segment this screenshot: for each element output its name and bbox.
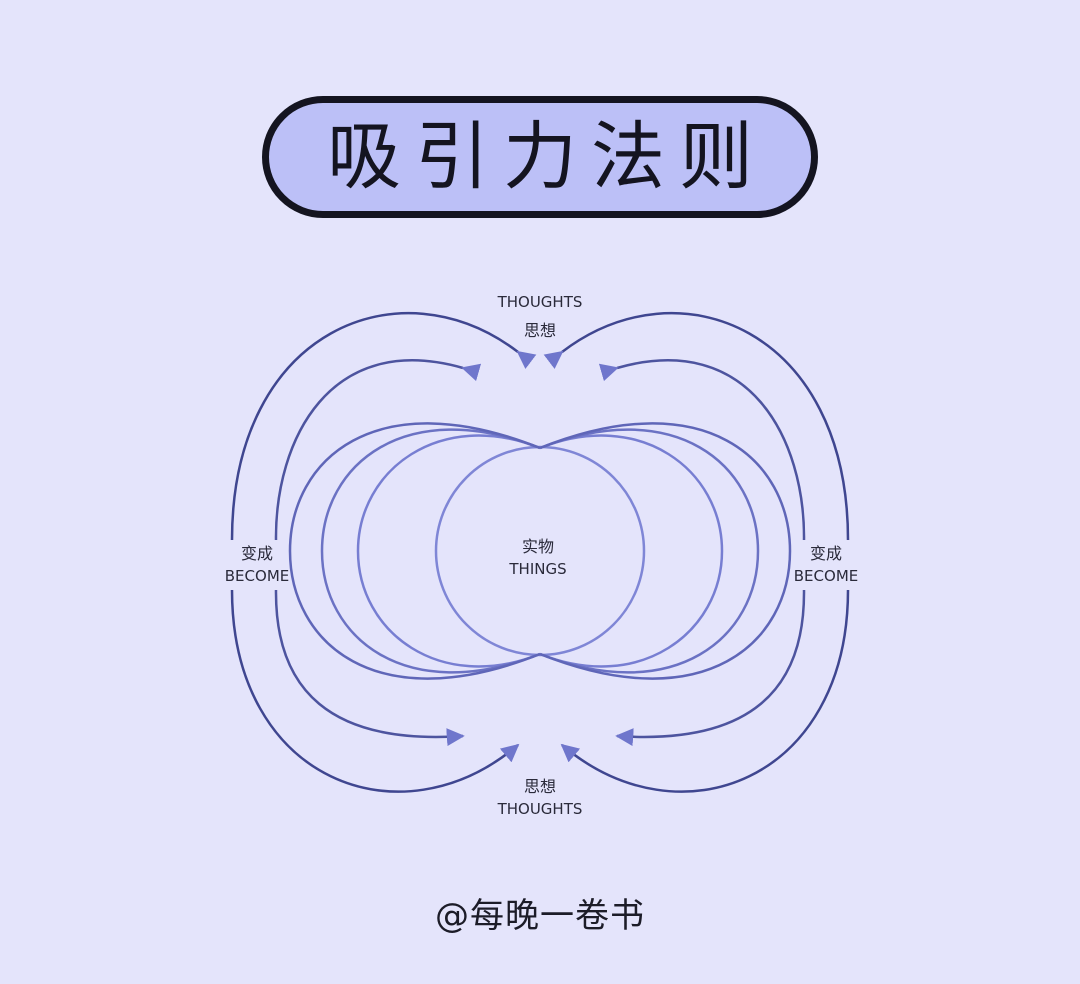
field-line-left-3: [288, 422, 541, 680]
watermark: @每晚一卷书: [435, 896, 645, 936]
label-center-things: THINGS: [508, 560, 566, 578]
page-title: 吸引力法则: [327, 114, 767, 200]
label-right-become: BECOME: [794, 567, 858, 585]
arrow-loop-left-bottom-outer: [230, 589, 520, 793]
label-top-thoughts: THOUGHTS: [497, 293, 583, 311]
label-left-become: BECOME: [225, 567, 289, 585]
field-line-right-3: [539, 422, 792, 680]
arrow-loop-right-bottom-inner: [615, 589, 806, 747]
label-left-become-zh: 变成: [241, 544, 273, 563]
arrow-loop-right-bottom-outer: [560, 589, 850, 793]
field-line-left-1: [356, 434, 541, 668]
field-line-right-2: [539, 428, 760, 674]
arrow-loop-left-top-inner: [274, 359, 482, 541]
field-line-right-1: [539, 434, 724, 668]
label-top-thoughts-zh: 思想: [524, 321, 556, 340]
title-badge: 吸引力法则: [262, 96, 818, 218]
arrow-loop-right-top-outer: [543, 311, 850, 541]
label-center-things-zh: 实物: [522, 537, 554, 556]
label-right-become-zh: 变成: [810, 544, 842, 563]
label-bottom-thoughts-zh: 思想: [524, 777, 556, 796]
label-bottom-thoughts: THOUGHTS: [497, 800, 583, 818]
arrow-loop-right-top-inner: [598, 359, 806, 541]
arrow-loop-left-bottom-inner: [274, 589, 465, 747]
arrow-loop-left-top-outer: [230, 311, 537, 541]
field-line-left-2: [320, 428, 541, 674]
